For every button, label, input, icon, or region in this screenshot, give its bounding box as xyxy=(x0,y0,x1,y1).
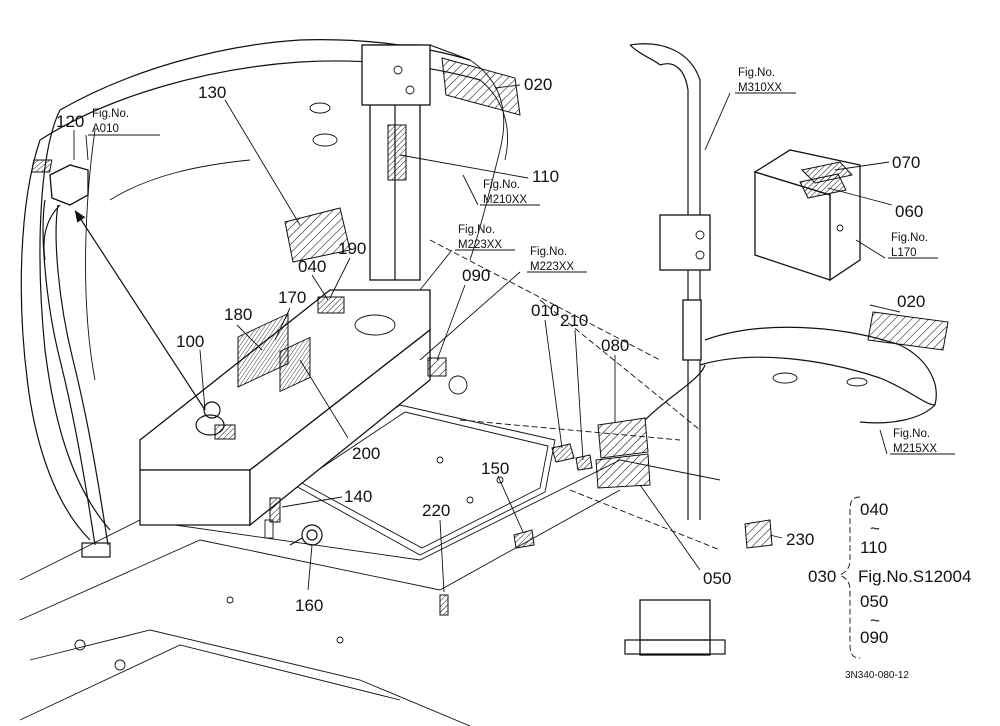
ignition-key xyxy=(289,524,323,546)
decal-230 xyxy=(744,519,773,549)
callout-050: 050 xyxy=(703,569,731,588)
callout-080: 080 xyxy=(601,336,629,355)
callout-160: 160 xyxy=(295,596,323,615)
callout-150: 150 xyxy=(481,459,509,478)
callout-190: 190 xyxy=(338,239,366,258)
callout-070: 070 xyxy=(892,153,920,172)
figref-l170-line2: L170 xyxy=(891,247,917,259)
figref-m210-line1: Fig.No. xyxy=(483,179,520,191)
figref-m223b-line2: M223XX xyxy=(530,261,574,273)
figref-m310-line1: Fig.No. xyxy=(738,67,775,79)
decal-220 xyxy=(439,594,449,616)
decal-130 xyxy=(284,207,351,263)
callout-100: 100 xyxy=(176,332,204,351)
decal-020-right xyxy=(867,311,949,351)
left-handrail xyxy=(42,199,111,558)
callout-140: 140 xyxy=(344,487,372,506)
callout-090: 090 xyxy=(462,266,490,285)
group-range1-start: 040 xyxy=(860,500,888,519)
callout-110: 110 xyxy=(532,167,559,186)
group-fig-ref: Fig.No.S12004 xyxy=(858,567,971,586)
group-range2-start: 050 xyxy=(860,592,888,611)
callout-060: 060 xyxy=(895,202,923,221)
decal-150 xyxy=(513,529,535,549)
lever-knob xyxy=(31,159,89,261)
callout-020-right: 020 xyxy=(897,292,925,311)
figref-a010-line2: A010 xyxy=(92,123,119,135)
figref-leaders xyxy=(85,92,955,455)
group-range2-tilde: ~ xyxy=(870,611,880,630)
figref-m215-line2: M215XX xyxy=(893,443,937,455)
callout-010: 010 xyxy=(531,301,559,320)
assembly-arrow xyxy=(74,209,206,411)
figref-l170-line1: Fig.No. xyxy=(891,232,928,244)
group-range1-tilde: ~ xyxy=(870,519,880,538)
callout-120: 120 xyxy=(56,112,84,131)
callout-210: 210 xyxy=(560,311,588,330)
group-label-030: 030 xyxy=(808,567,836,586)
group-range2-end: 090 xyxy=(860,628,888,647)
group-bracket-030: 030 040 ~ 110 Fig.No.S12004 050 ~ 090 xyxy=(808,496,971,659)
figref-a010-line1: Fig.No. xyxy=(92,108,129,120)
callout-020-top: 020 xyxy=(524,75,552,94)
figref-m310-line2: M310XX xyxy=(738,82,782,94)
callout-220: 220 xyxy=(422,501,450,520)
figref-m223a-line1: Fig.No. xyxy=(458,224,495,236)
console xyxy=(139,289,468,527)
figref-m223b-line1: Fig.No. xyxy=(530,246,567,258)
decal-080-050 xyxy=(595,417,651,489)
callout-230: 230 xyxy=(786,530,814,549)
decal-010-210 xyxy=(551,443,593,471)
callout-170: 170 xyxy=(278,288,306,307)
decal-020-top xyxy=(441,57,521,116)
callout-180: 180 xyxy=(224,305,252,324)
center-rops-post xyxy=(361,44,471,281)
callout-200: 200 xyxy=(352,444,380,463)
figref-m210-line2: M210XX xyxy=(483,194,527,206)
figref-m215-line1: Fig.No. xyxy=(893,428,930,440)
figref-m223a-line2: M223XX xyxy=(458,239,502,251)
decal-140 xyxy=(264,497,281,539)
callout-130: 130 xyxy=(198,83,226,102)
callout-040: 040 xyxy=(298,257,326,276)
callout-labels: 120 130 020 110 190 040 180 170 090 010 … xyxy=(56,75,925,615)
fig-ref-labels: Fig.No. A010 Fig.No. M210XX Fig.No. M223… xyxy=(92,67,937,455)
cover-bracket-l170 xyxy=(753,149,861,282)
group-range1-end: 110 xyxy=(860,538,887,557)
leader-lines xyxy=(73,84,901,593)
right-rops-post xyxy=(624,43,726,656)
drawing-code: 3N340-080-12 xyxy=(845,670,909,681)
